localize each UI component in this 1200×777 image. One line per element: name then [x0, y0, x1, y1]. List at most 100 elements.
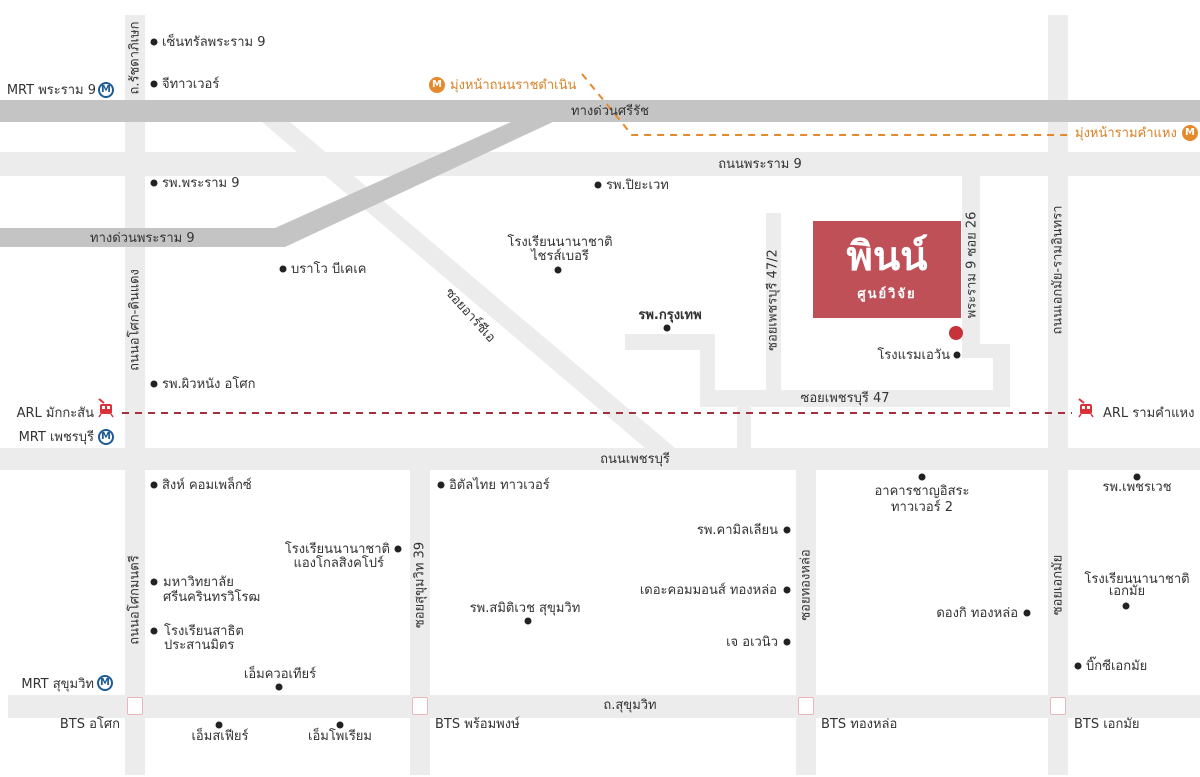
- poi-central-rama9: เซ็นทรัลพระราม 9: [162, 35, 266, 50]
- station-mrt-sukhumvit: MRT สุขุมวิท: [21, 677, 94, 692]
- station-arl-ramkhamhaeng: ARL รามคำแหง: [1103, 406, 1195, 421]
- poi-dot: [1133, 473, 1141, 481]
- phetchaburi-road: [0, 448, 1200, 470]
- poi-dot: [594, 181, 602, 189]
- poi-dot: [953, 351, 961, 359]
- poi-dot: [279, 265, 287, 273]
- station-bts-thonglor: BTS ทองหล่อ: [821, 717, 898, 732]
- orange-dir-ramkhamhaeng: มุ่งหน้ารามคำแหง: [1075, 126, 1177, 141]
- poi-dot: [437, 481, 445, 489]
- poi-dot: [783, 526, 791, 534]
- poi-dot: [150, 481, 158, 489]
- bts-icon: [127, 697, 143, 715]
- rama9-expressway: [0, 100, 600, 247]
- location-marker: [949, 326, 963, 340]
- road-label-rama9-soi26: พระราม 9 ซอย 26: [964, 211, 980, 319]
- poi-g-tower: จีทาวเวอร์: [162, 77, 220, 92]
- ekkamai-ramintra-road: [1048, 15, 1068, 775]
- poi-camillian-hospital: รพ.คามิลเลียน: [696, 523, 778, 538]
- poi-dot: [336, 721, 344, 729]
- poi-anglo-line1: โรงเรียนนานาชาติ: [284, 542, 390, 557]
- poi-dot: [1023, 609, 1031, 617]
- orange-dir-ratchadamnoen: มุ่งหน้าถนนราชดำเนิน: [450, 78, 577, 93]
- logo-name: พินน์: [846, 234, 928, 280]
- road-label-ekkamai-ramintra: ถนนเอกมัย-รามอินทรา: [1050, 205, 1066, 335]
- poi-dot: [1122, 602, 1130, 610]
- station-bts-ekkamai: BTS เอกมัย: [1074, 717, 1140, 732]
- poi-prasarnmit-line2: ประสานมิตร: [164, 638, 235, 653]
- poi-piyavate-hospital: รพ.ปิยะเวท: [606, 178, 669, 193]
- mrt-icon: M: [98, 82, 114, 98]
- poi-donki-thonglor: ดองกิ ทองหล่อ: [936, 606, 1018, 621]
- rama9-soi26-south: [993, 344, 1010, 407]
- road-label-ekkamai: ซอยเอกมัย: [1050, 554, 1066, 616]
- poi-singha-complex: สิงห์ คอมเพล็กซ์: [162, 478, 252, 493]
- poi-chan-issara-line2: ทาวเวอร์ 2: [890, 500, 954, 515]
- road-label-soi-47-2: ซอยเพชรบุรี 47/2: [765, 249, 781, 351]
- mrt-icon: M: [97, 675, 113, 691]
- poi-ekamai-intl-line2: เอกมัย: [1108, 584, 1146, 599]
- poi-swu-line2: ศรีนครินทรวิโรฒ: [163, 590, 261, 605]
- poi-big-c-ekkamai: บิ๊กซีเอกมัย: [1086, 659, 1148, 674]
- rama9-road: [0, 152, 1200, 176]
- road-label-rama9-expressway: ทางด่วนพระราม 9: [90, 231, 195, 246]
- road-label-ratchada: ถ.รัชดาภิเษก: [127, 21, 143, 95]
- logo-subtitle: ศูนย์วิจัย: [857, 287, 917, 302]
- poi-bravo-bkk: บราโว บีเคเค: [291, 262, 367, 277]
- thonglor-road: [796, 470, 816, 775]
- poi-dot: [215, 721, 223, 729]
- poi-samitivej-hospital: รพ.สมิติเวช สุขุมวิท: [469, 601, 581, 616]
- poi-anglo-line2: แองโกลสิงคโปร์: [293, 556, 384, 571]
- station-arl-makkasan: ARL มักกะสัน: [16, 406, 94, 421]
- poi-dot: [918, 473, 926, 481]
- poi-commons-thonglor: เดอะคอมมอนส์ ทองหล่อ: [639, 583, 777, 598]
- poi-rama9-hospital: รพ.พระราม 9: [162, 176, 240, 191]
- road-label-asok-dindaeng: ถนนอโศก-ดินแดง: [127, 269, 143, 371]
- road-label-sukhumvit-39: ซอยสุขุมวิท 39: [412, 541, 428, 629]
- arl-train-icon: [1078, 398, 1094, 418]
- road-label-sirat: ทางด่วนศรีรัช: [571, 104, 649, 119]
- road-label-thonglor: ซอยทองหล่อ: [798, 549, 814, 621]
- poi-swu-line1: มหาวิทยาลัย: [163, 575, 234, 590]
- road-label-phetchaburi: ถนนเพชรบุรี: [600, 452, 670, 467]
- poi-skin-hospital-asok: รพ.ผิวหนัง อโศก: [162, 377, 256, 392]
- poi-phyathai-hospital: รพ.เพชรเวช: [1102, 480, 1172, 495]
- soi-phetchaburi-47-road: [700, 390, 1010, 407]
- poi-shrewsbury-line2: ไชรส์เบอรี: [531, 249, 589, 264]
- road-label-soi-phetchaburi-47: ซอยเพชรบุรี 47: [800, 391, 890, 406]
- poi-dot: [783, 638, 791, 646]
- poi-ekamai-intl-line1: โรงเรียนนานาชาติ: [1084, 572, 1190, 587]
- orange-line-route: [581, 73, 1068, 136]
- station-mrt-phetchaburi: MRT เพชรบุรี: [18, 430, 94, 445]
- poi-dot: [150, 627, 158, 635]
- poi-dot: [150, 578, 158, 586]
- mrt-orange-icon: M: [429, 77, 445, 93]
- poi-dot: [275, 683, 283, 691]
- arl-train-icon: [98, 398, 114, 418]
- poi-em-quartier: เอ็มควอเทียร์: [243, 667, 317, 682]
- poi-dot: [554, 266, 562, 274]
- station-bts-asok: BTS อโศก: [59, 717, 120, 732]
- station-mrt-rama9: MRT พระราม 9: [6, 83, 96, 98]
- poi-dot: [150, 38, 158, 46]
- poi-emporium: เอ็มโพเรียม: [308, 729, 372, 744]
- bts-icon: [1050, 697, 1066, 715]
- poi-dot: [150, 80, 158, 88]
- station-bts-phrom-phong: BTS พร้อมพงษ์: [435, 717, 520, 732]
- poi-dot: [394, 545, 402, 553]
- poi-prasarnmit-line1: โรงเรียนสาธิต: [164, 624, 244, 639]
- sukhumvit-road: [8, 695, 1200, 718]
- rama9-soi26-road: [962, 176, 980, 356]
- poi-emsphere: เอ็มสเฟียร์: [191, 729, 249, 744]
- soi-connector-south: [737, 400, 751, 450]
- pinn-logo: พินน์ ศูนย์วิจัย: [813, 221, 961, 318]
- bts-icon: [412, 697, 428, 715]
- road-label-sukhumvit: ถ.สุขุมวิท: [603, 698, 657, 713]
- poi-dot: [150, 179, 158, 187]
- soi-47-2-road: [766, 213, 781, 398]
- poi-italthai-tower: อิตัลไทย ทาวเวอร์: [449, 478, 550, 493]
- bts-icon: [798, 697, 814, 715]
- poi-a-one-hotel: โรงแรมเอวัน: [877, 348, 950, 363]
- poi-bangkok-hospital: รพ.กรุงเทพ: [638, 308, 702, 323]
- poi-dot: [663, 324, 671, 332]
